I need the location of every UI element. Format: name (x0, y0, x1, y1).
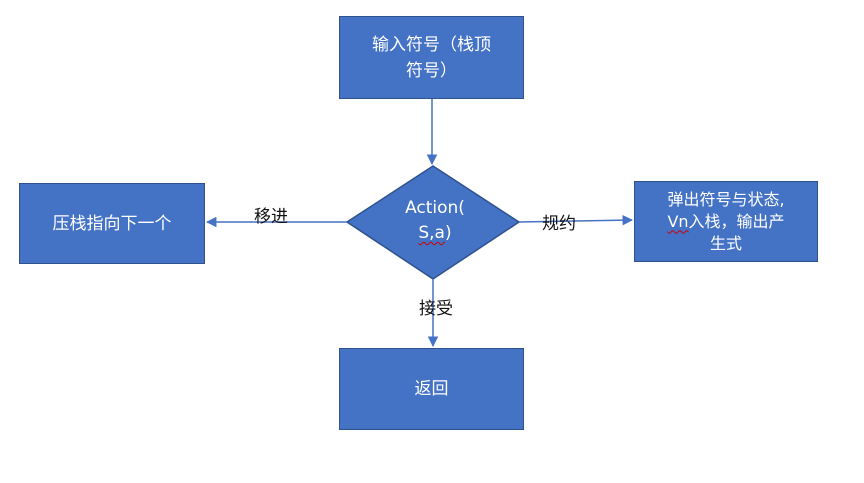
return-node: 返回 (339, 348, 524, 430)
input-symbol-line1: 输入符号（栈顶 (372, 34, 491, 55)
decision-label-line1: Action( (405, 198, 465, 218)
decision-label-args: S,a (418, 223, 445, 243)
edge-label-reduce: 规约 (542, 214, 576, 234)
edge-label-accept: 接受 (419, 299, 453, 319)
input-symbol-line2: 符号） (406, 60, 457, 81)
edge-label-shift: 移进 (254, 207, 288, 227)
reduce-line2-rest: 入栈，输出产 (688, 211, 785, 231)
edge-decision-to-reduce (518, 214, 634, 226)
reduce-line1: 弹出符号与状态, (667, 189, 785, 209)
decision-label-close: ) (444, 223, 452, 243)
push-stack-label: 压栈指向下一个 (52, 213, 172, 234)
reduce-line3: 生式 (709, 233, 742, 253)
input-symbol-node: 输入符号（栈顶 符号） (339, 16, 524, 99)
push-stack-node: 压栈指向下一个 (19, 183, 205, 264)
reduce-node: 弹出符号与状态, Vn入栈，输出产 生式 (634, 181, 818, 262)
reduce-line2-vn: Vn (667, 211, 689, 231)
return-label: 返回 (414, 379, 449, 399)
decision-label: Action( S,a) (372, 196, 498, 246)
